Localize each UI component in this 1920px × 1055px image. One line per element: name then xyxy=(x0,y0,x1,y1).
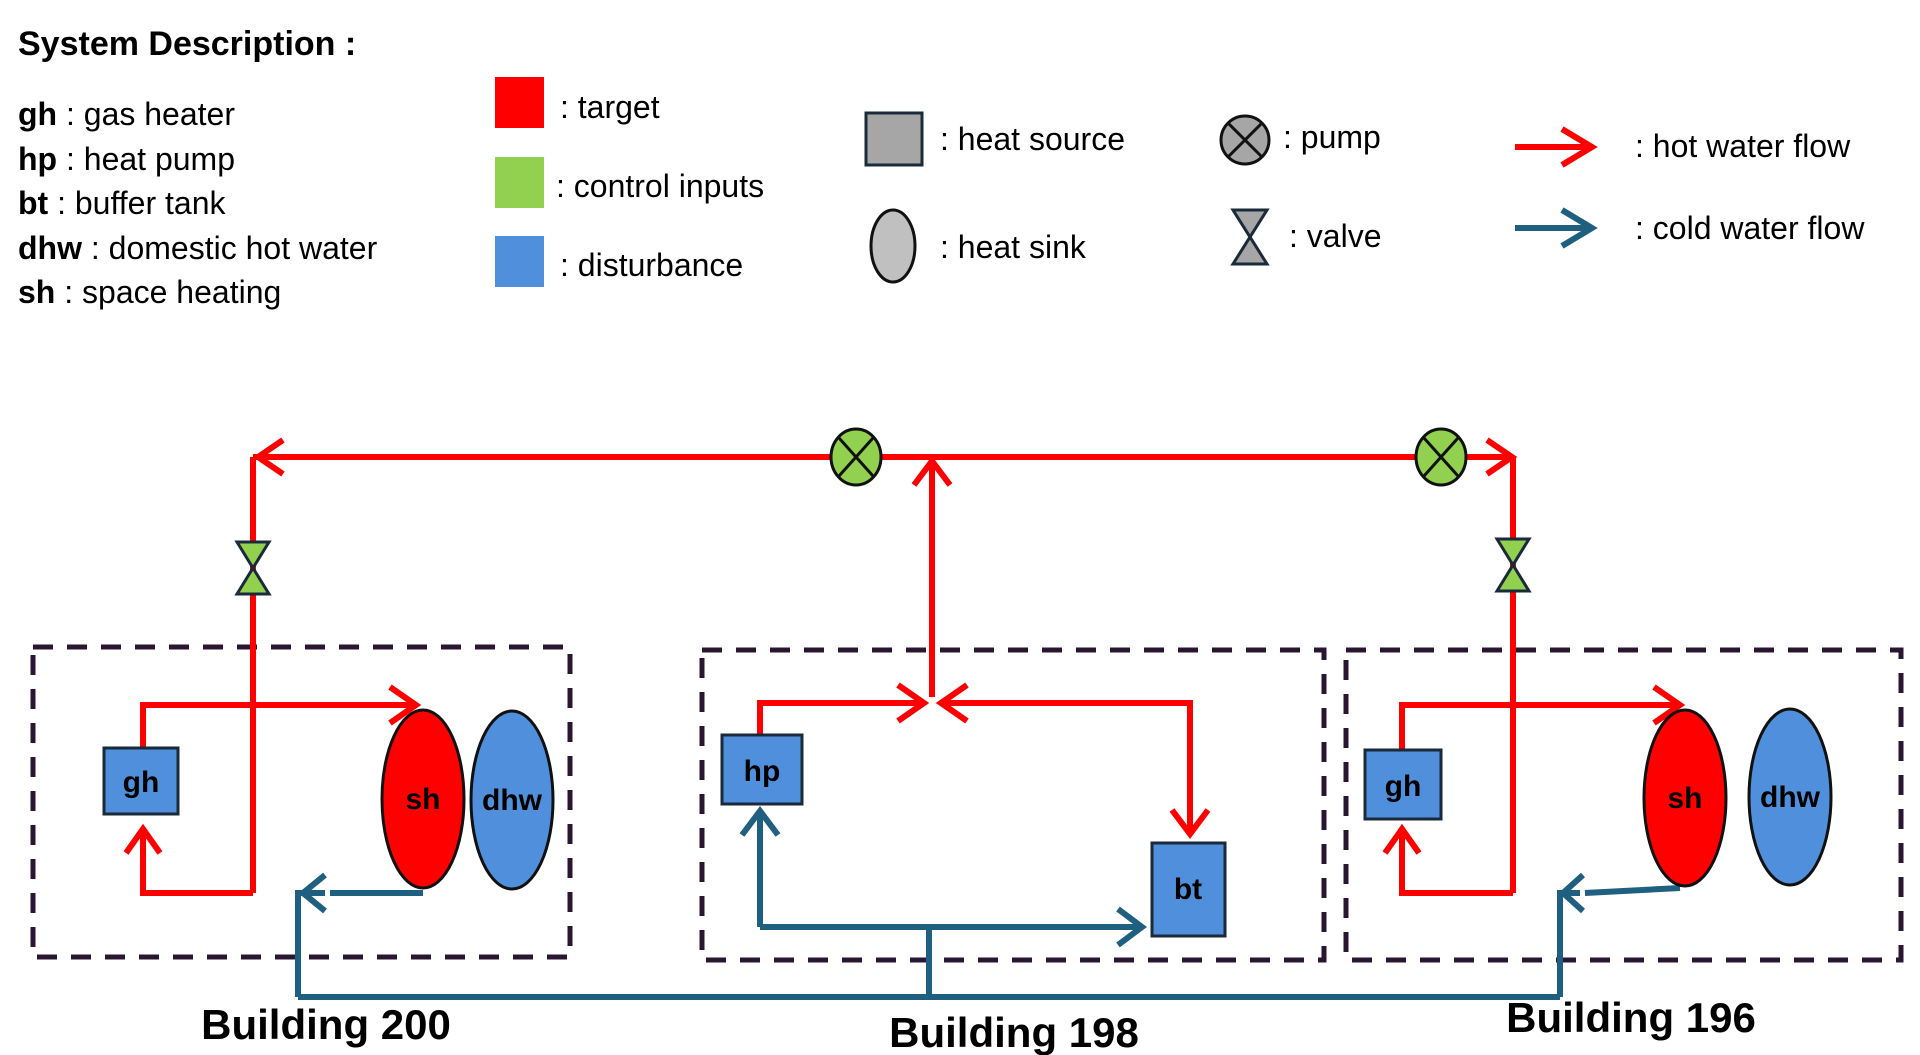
dhw-left-label: dhw xyxy=(482,784,543,817)
cold-arrow-bt xyxy=(1116,906,1147,948)
abbr-bt: bt : buffer tank xyxy=(18,185,227,221)
cold-return-b200 xyxy=(295,890,325,997)
valve-left xyxy=(234,540,272,596)
abbr-hp: hp : heat pump xyxy=(18,141,235,177)
gh-right-box xyxy=(1363,748,1443,821)
heat-source-icon xyxy=(864,111,924,167)
dhw-left-ellipse xyxy=(469,709,555,891)
cold-flow-label: : cold water flow xyxy=(1635,210,1865,246)
cold-arrow-b196 xyxy=(1558,872,1586,914)
dhw-right-ellipse xyxy=(1747,707,1833,887)
building-198-label: Building 198 xyxy=(889,1009,1139,1055)
gh-right-label: gh xyxy=(1385,770,1422,803)
hp-box xyxy=(720,733,804,806)
hot-gh-to-sh-b200 xyxy=(140,702,417,748)
pump-label: : pump xyxy=(1283,119,1381,155)
valve-icon xyxy=(1230,208,1270,266)
bt-box xyxy=(1150,841,1227,938)
target-swatch xyxy=(495,77,544,128)
hot-arrow-junction-left xyxy=(935,682,969,724)
hot-arrow-up-b198 xyxy=(911,456,953,487)
heat-sink-label: : heat sink xyxy=(940,229,1087,265)
cold-from-sh-b196 xyxy=(1584,885,1681,896)
cold-water-network xyxy=(295,806,1681,1000)
target-label: : target xyxy=(560,89,660,125)
abbr-gh: gh : gas heater xyxy=(18,96,235,132)
hot-arrow-gh-b196 xyxy=(1382,823,1422,855)
building-196-label: Building 196 xyxy=(1506,994,1756,1041)
hot-hp-out xyxy=(757,700,925,735)
hot-gh-to-sh-b196 xyxy=(1399,702,1681,750)
hot-flow-arrow-icon xyxy=(1515,126,1598,168)
gh-left-box xyxy=(102,746,180,816)
sh-right-label: sh xyxy=(1667,782,1702,815)
hot-arrow-hp-junction xyxy=(896,682,930,724)
bt-label: bt xyxy=(1174,873,1202,906)
cold-arrow-hp xyxy=(739,806,781,837)
cold-arrow-b200 xyxy=(298,872,327,914)
dhw-right-label: dhw xyxy=(1760,781,1821,814)
hot-arrow-gh-b200 xyxy=(123,823,163,855)
pump-left xyxy=(829,427,883,487)
hot-arrow-left xyxy=(252,437,285,477)
hot-to-bt xyxy=(940,700,1193,830)
sh-right-ellipse xyxy=(1642,708,1728,888)
hot-arrow-bt xyxy=(1169,808,1211,839)
disturbance-label: : disturbance xyxy=(560,247,743,283)
hot-flow-label: : hot water flow xyxy=(1635,128,1851,164)
gh-left-label: gh xyxy=(123,766,160,799)
heat-source-label: : heat source xyxy=(940,121,1125,157)
symbol-legend: : heat source : heat sink : pump : valve… xyxy=(864,111,1865,284)
abbreviation-list: gh : gas heater hp : heat pump bt : buff… xyxy=(18,96,378,310)
hp-label: hp xyxy=(744,755,781,788)
heat-sink-icon xyxy=(869,208,917,284)
building-198-boundary xyxy=(699,647,1327,963)
pump-icon xyxy=(1219,114,1271,166)
valve-label: : valve xyxy=(1289,218,1381,254)
hot-to-gh-b200 xyxy=(140,833,253,896)
abbr-sh: sh : space heating xyxy=(18,274,281,310)
abbr-dhw: dhw : domestic hot water xyxy=(18,230,378,266)
color-legend: : target : control inputs : disturbance xyxy=(495,77,764,287)
building-200-label: Building 200 xyxy=(201,1001,451,1048)
hot-arrow-sh-b196 xyxy=(1652,684,1686,726)
hot-arrow-sh-b200 xyxy=(388,684,422,726)
control-inputs-label: : control inputs xyxy=(556,168,764,204)
building-196-boundary xyxy=(1343,647,1904,963)
pump-right xyxy=(1414,427,1468,487)
building-200-boundary xyxy=(30,644,573,960)
control-inputs-swatch xyxy=(495,157,544,208)
valve-right xyxy=(1494,537,1532,593)
cold-flow-arrow-icon xyxy=(1515,207,1598,249)
disturbance-swatch xyxy=(495,236,544,287)
hot-water-network xyxy=(123,437,1686,896)
hot-to-gh-b196 xyxy=(1399,833,1513,896)
sh-left-label: sh xyxy=(405,783,440,816)
legend-title: System Description : xyxy=(18,25,356,63)
sh-left-ellipse xyxy=(380,708,466,890)
